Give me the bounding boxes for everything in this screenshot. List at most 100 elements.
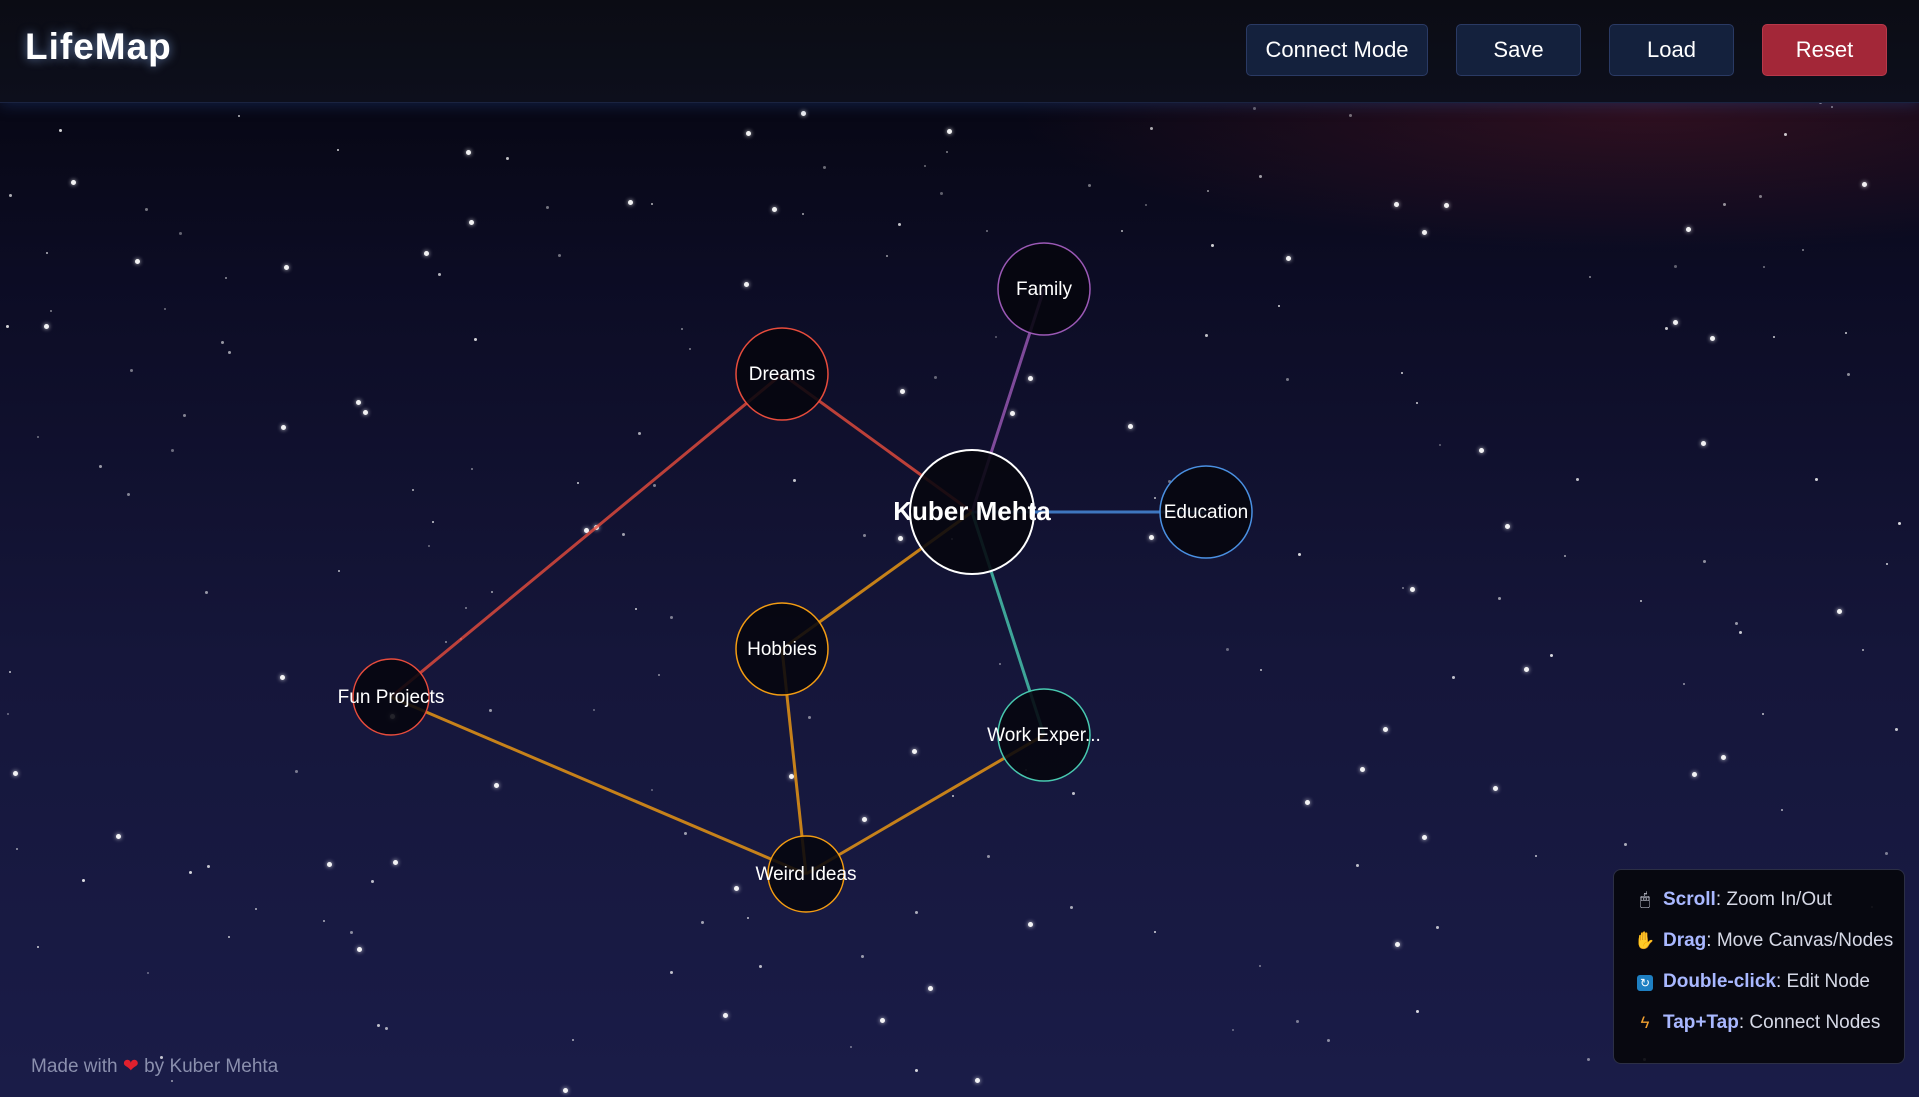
star xyxy=(1763,266,1765,268)
node-education[interactable]: Education xyxy=(1159,465,1253,559)
star xyxy=(1895,728,1898,731)
footer-prefix: Made with xyxy=(31,1056,118,1077)
edge-dreams-fun[interactable] xyxy=(390,372,783,699)
star xyxy=(1674,265,1677,268)
star xyxy=(189,871,192,874)
edge-fun-weird[interactable] xyxy=(390,695,807,876)
node-circle[interactable] xyxy=(352,658,430,736)
star xyxy=(670,616,673,619)
node-center[interactable]: Kuber Mehta xyxy=(893,449,1051,575)
star xyxy=(975,1078,980,1083)
star xyxy=(338,570,340,572)
connect-mode-button[interactable]: Connect Mode xyxy=(1246,24,1428,76)
hand-icon: ✋ xyxy=(1634,931,1656,950)
star xyxy=(995,336,997,338)
star xyxy=(850,1046,852,1048)
star xyxy=(1673,320,1678,325)
star xyxy=(1721,755,1726,760)
star xyxy=(1232,1029,1234,1031)
load-button[interactable]: Load xyxy=(1609,24,1734,76)
star xyxy=(1150,127,1153,130)
star xyxy=(1837,609,1842,614)
star xyxy=(1072,792,1075,795)
star xyxy=(284,265,289,270)
star xyxy=(489,709,492,712)
star xyxy=(577,482,579,484)
node-work[interactable]: Work Exper... xyxy=(987,688,1101,782)
star xyxy=(428,545,430,547)
star xyxy=(280,675,285,680)
star xyxy=(225,277,227,279)
node-circle[interactable] xyxy=(1159,465,1253,559)
star xyxy=(179,232,182,235)
star xyxy=(723,1013,728,1018)
star xyxy=(50,310,52,312)
node-circle[interactable] xyxy=(735,602,829,696)
star xyxy=(898,223,901,226)
star xyxy=(635,608,637,610)
star xyxy=(371,880,374,883)
top-bar: LifeMap Connect Mode Save Load Reset xyxy=(0,0,1919,103)
star xyxy=(558,254,561,257)
star xyxy=(999,663,1001,665)
star xyxy=(466,150,471,155)
node-circle[interactable] xyxy=(767,835,845,913)
help-desc: : Edit Node xyxy=(1775,971,1870,992)
star xyxy=(651,789,653,791)
node-circle[interactable] xyxy=(997,242,1091,336)
star xyxy=(1010,411,1015,416)
star xyxy=(1028,922,1033,927)
star xyxy=(1402,587,1404,589)
reset-button[interactable]: Reset xyxy=(1762,24,1887,76)
star xyxy=(1327,1039,1330,1042)
star xyxy=(145,208,148,211)
star xyxy=(164,308,166,310)
star xyxy=(1505,524,1510,529)
help-desc: : Connect Nodes xyxy=(1738,1012,1881,1033)
star xyxy=(1395,942,1400,947)
star xyxy=(1394,202,1399,207)
node-circle[interactable] xyxy=(909,449,1035,575)
node-weird[interactable]: Weird Ideas xyxy=(755,835,857,913)
help-item-drag: ✋ Drag : Move Canvas/Nodes xyxy=(1634,926,1893,956)
star xyxy=(1701,441,1706,446)
star xyxy=(1576,478,1579,481)
star xyxy=(861,955,864,958)
node-hobbies[interactable]: Hobbies xyxy=(735,602,829,696)
star xyxy=(1683,683,1685,685)
node-circle[interactable] xyxy=(735,327,829,421)
star xyxy=(1564,555,1566,557)
star xyxy=(469,220,474,225)
star xyxy=(924,165,926,167)
star xyxy=(801,111,806,116)
help-desc: : Move Canvas/Nodes xyxy=(1706,930,1894,951)
star xyxy=(759,965,762,968)
star xyxy=(987,855,990,858)
node-label: Education xyxy=(1164,502,1249,523)
star xyxy=(1439,444,1441,446)
star xyxy=(183,414,186,417)
star xyxy=(886,255,888,257)
star xyxy=(946,151,948,153)
star xyxy=(1436,926,1439,929)
star xyxy=(563,1088,568,1093)
node-fun[interactable]: Fun Projects xyxy=(338,658,445,736)
star xyxy=(1128,424,1133,429)
star xyxy=(1847,373,1850,376)
node-circle[interactable] xyxy=(997,688,1091,782)
star xyxy=(681,328,683,330)
star xyxy=(1862,182,1867,187)
node-family[interactable]: Family xyxy=(997,242,1091,336)
star xyxy=(99,465,102,468)
star xyxy=(1759,195,1762,198)
star xyxy=(207,865,210,868)
node-dreams[interactable]: Dreams xyxy=(735,327,829,421)
star xyxy=(1703,560,1706,563)
star xyxy=(1640,600,1642,602)
star xyxy=(130,369,133,372)
star xyxy=(1784,133,1787,136)
save-button[interactable]: Save xyxy=(1456,24,1581,76)
star xyxy=(1205,334,1208,337)
star xyxy=(295,770,298,773)
